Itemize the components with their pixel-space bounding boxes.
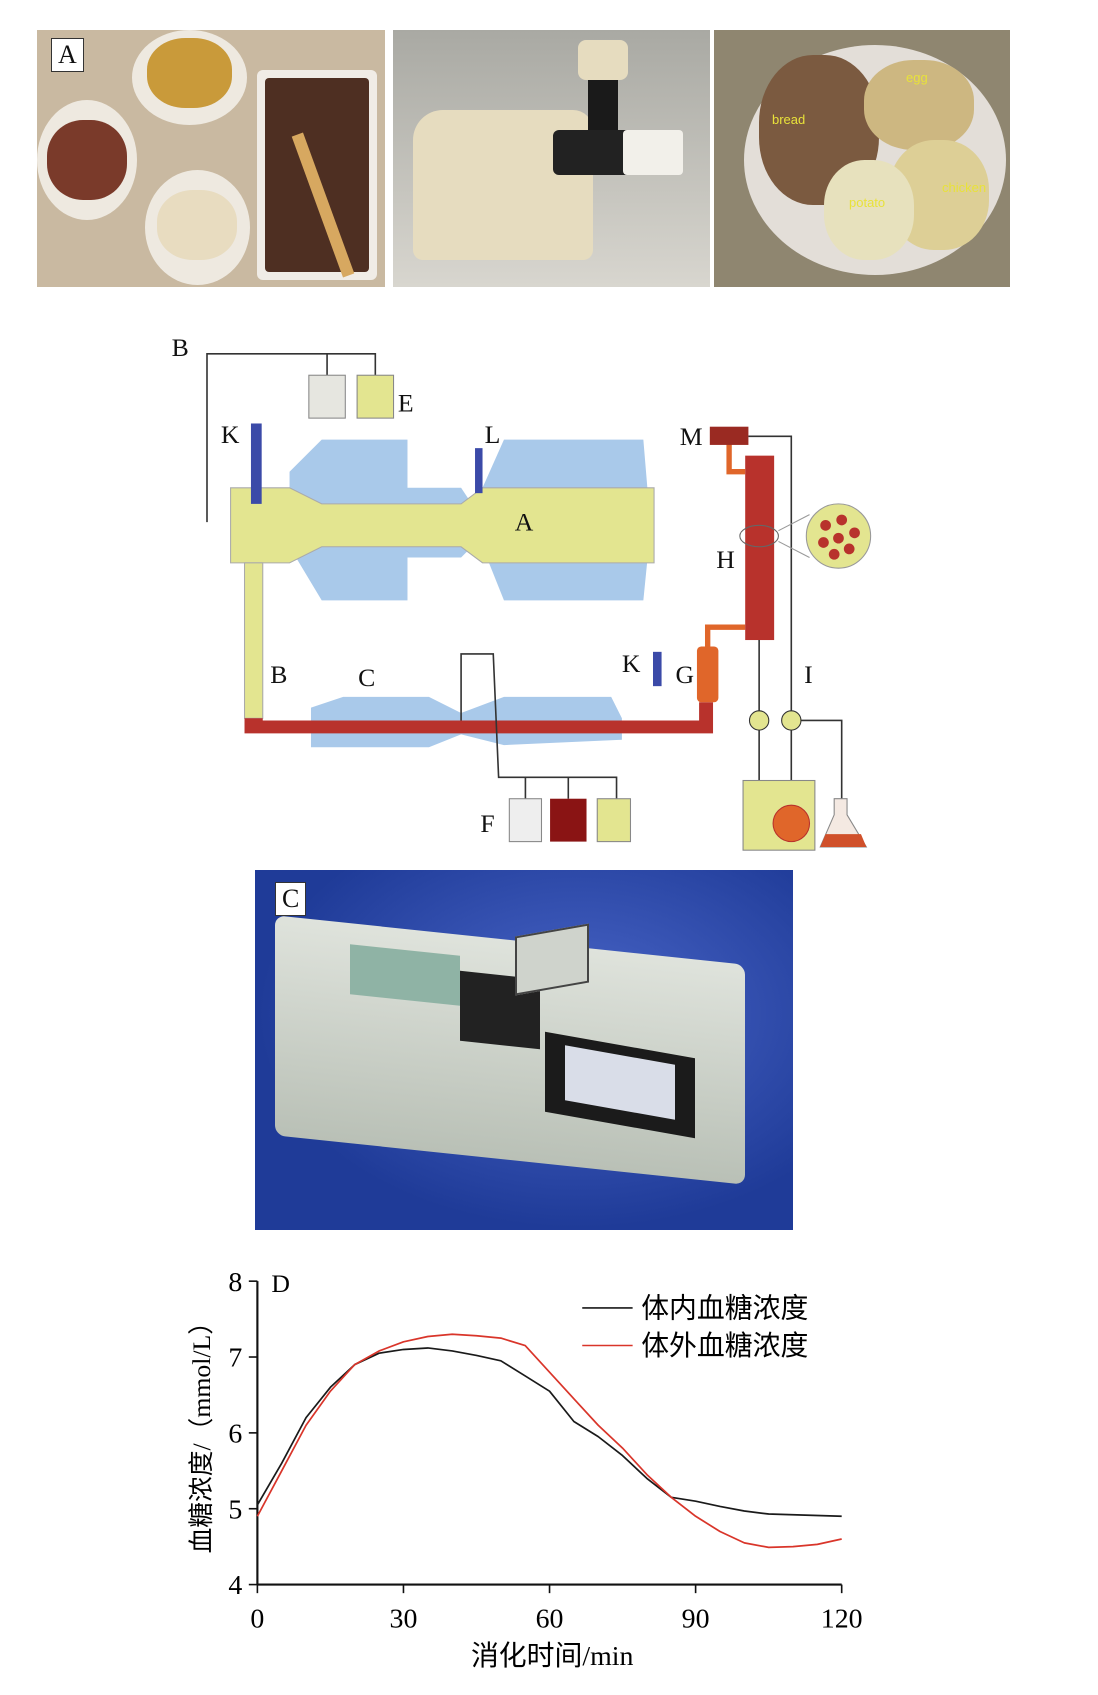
y-tick-label: 8 xyxy=(228,1267,242,1298)
blood-glucose-chart: 0 30 60 90 120 4 5 6 7 8 D 消化时间/min 血糖浓度/（mmol/L）… xyxy=(187,1267,862,1672)
food-tag-potato: potato xyxy=(849,195,886,210)
y-tick-label: 7 xyxy=(228,1343,242,1374)
column-h xyxy=(745,455,775,641)
bottle-f-2 xyxy=(550,798,587,842)
y-tick-label: 5 xyxy=(228,1494,242,1525)
panel-label-a: A xyxy=(51,38,84,72)
label-b-tube: B xyxy=(270,660,287,689)
panel-label-b: B xyxy=(172,333,189,362)
label-l: L xyxy=(485,420,501,449)
component-m xyxy=(709,426,749,445)
plate xyxy=(132,30,247,125)
x-tick-label: 60 xyxy=(536,1603,564,1634)
y-axis-label: 血糖浓度/（mmol/L） xyxy=(187,1309,216,1553)
photo-microplate-reader: C xyxy=(255,870,793,1230)
stomach-chamber xyxy=(230,487,655,564)
pump-1 xyxy=(748,710,770,731)
bottle-e-1 xyxy=(308,374,346,419)
pump-2 xyxy=(781,710,802,731)
x-tick-label: 30 xyxy=(390,1603,418,1634)
photo-mixed-food-plate: bread egg chicken potato xyxy=(714,30,1010,287)
label-g: G xyxy=(676,660,695,689)
series-line-in-vitro xyxy=(256,1333,842,1549)
y-tick-label: 6 xyxy=(228,1419,242,1450)
tray xyxy=(257,70,377,280)
label-f: F xyxy=(480,809,494,838)
label-e: E xyxy=(398,389,414,418)
photo-food-grinder xyxy=(393,30,710,287)
label-k-1: K xyxy=(221,420,240,449)
x-axis-label: 消化时间/min xyxy=(471,1640,634,1672)
legend-label-in-vitro: 体外血糖浓度 xyxy=(641,1330,808,1362)
food-tag-egg: egg xyxy=(906,70,928,85)
tube-b xyxy=(243,562,264,719)
bottle-e-2 xyxy=(356,374,395,419)
food-tag-bread: bread xyxy=(772,112,806,127)
x-tick-label: 90 xyxy=(682,1603,710,1634)
jacket-upper-1 xyxy=(289,439,472,504)
x-tick-label: 0 xyxy=(250,1603,264,1634)
label-k-2: K xyxy=(622,649,641,678)
y-tick-label: 4 xyxy=(228,1570,242,1601)
x-tick-label: 120 xyxy=(821,1603,863,1634)
jacket-lower-1 xyxy=(289,546,472,601)
probe-k1 xyxy=(250,423,262,504)
probe-k2 xyxy=(652,651,662,687)
label-c: C xyxy=(358,663,375,692)
panel-label-d: D xyxy=(271,1269,290,1298)
legend-label-in-vivo: 体内血糖浓度 xyxy=(641,1293,808,1325)
bottle-f-3 xyxy=(596,798,632,843)
label-a: A xyxy=(515,508,534,537)
bottle-f-1 xyxy=(508,798,543,843)
plate xyxy=(37,100,137,220)
photo-food-dishes: A xyxy=(37,30,385,287)
simulated-digestion-apparatus: B E K L A M H B C K G I F xyxy=(172,333,872,851)
intestine-tube xyxy=(244,702,714,734)
label-m: M xyxy=(680,422,703,451)
label-h: H xyxy=(716,545,735,574)
component-g xyxy=(696,646,719,703)
plate xyxy=(145,170,250,285)
label-i: I xyxy=(804,660,813,689)
probe-l xyxy=(475,448,483,494)
food-tag-chicken: chicken xyxy=(942,180,987,195)
panel-label-c: C xyxy=(275,882,307,916)
